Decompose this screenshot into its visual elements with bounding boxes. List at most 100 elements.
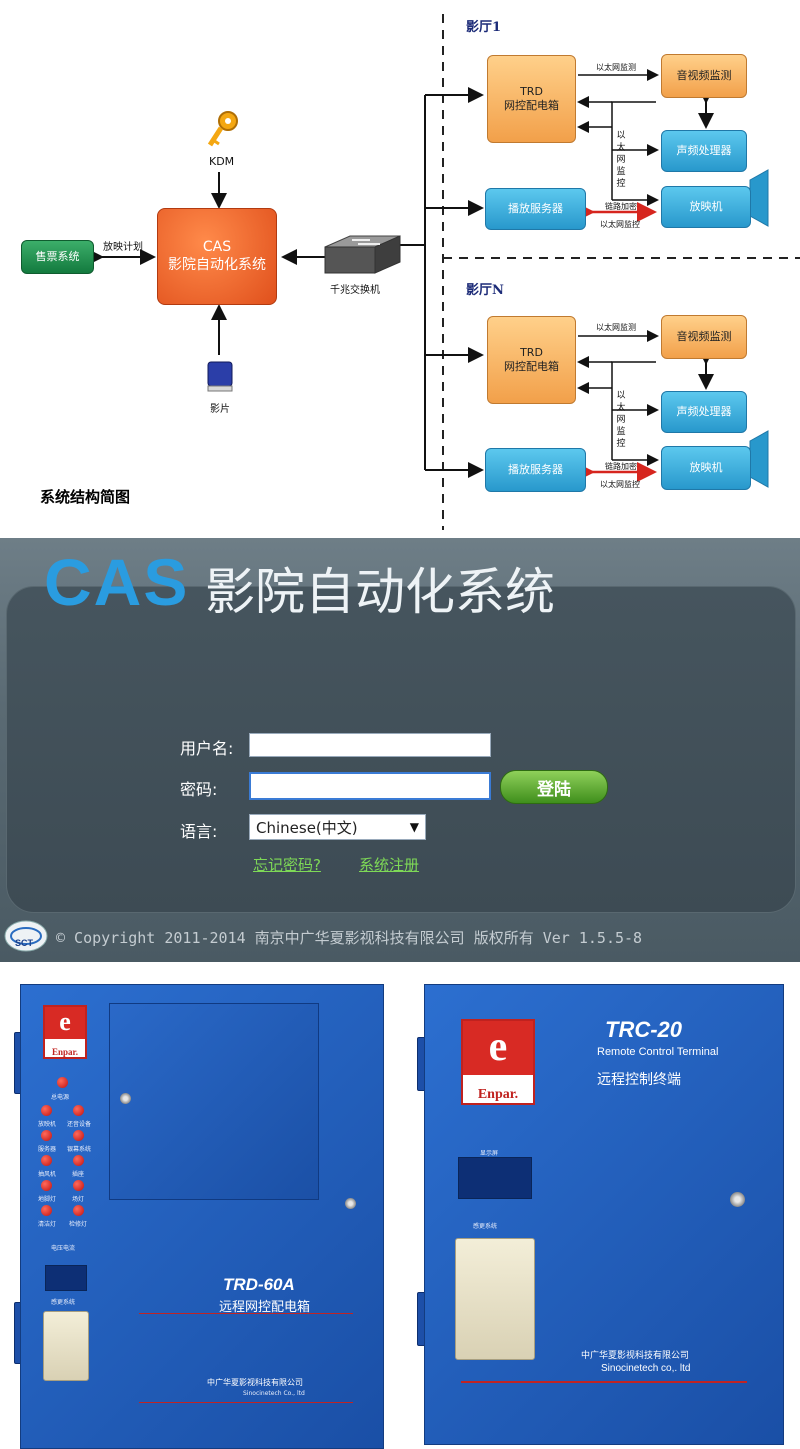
voltage-label: 电压电流 [51, 1245, 76, 1252]
power-indicator [73, 1205, 84, 1216]
username-label: 用户名: [180, 739, 234, 758]
cas-box: CAS 影院自动化系统 [157, 208, 277, 305]
trd-company: 中广华夏影视科技有限公司 [207, 1378, 303, 1387]
language-select[interactable]: Chinese(中文) ▼ [249, 814, 426, 840]
section-hall-n: 影厅N [466, 283, 504, 298]
copyright-text: © Copyright 2011-2014 南京中广华夏影视科技有限公司 版权所… [56, 929, 643, 947]
card-reader [43, 1311, 89, 1381]
plan-label: 放映计划 [103, 242, 143, 253]
av-monitor-box-hall-1: 音视频监测 [661, 54, 747, 98]
button-label: 插座 [72, 1171, 85, 1178]
logo-cas: CAS [44, 545, 190, 619]
power-indicator [57, 1077, 68, 1088]
access-label: 感更系统 [473, 1223, 498, 1230]
enpar-logo: e Enpar. [461, 1019, 535, 1105]
key-icon [207, 111, 238, 147]
password-label: 密码: [180, 780, 218, 799]
trc-model: TRC-20 [605, 1017, 683, 1042]
switch-icon [324, 235, 401, 274]
devices-photo: e Enpar. 总电源 放映机 还音设备 服务器 银幕系统 抽风机 插座 地脚… [0, 962, 800, 1449]
button-label: 还音设备 [67, 1121, 92, 1128]
trd-box-hall-1: TRD 网控配电箱 [487, 55, 576, 143]
cas-subtitle: 影院自动化系统 [168, 256, 266, 273]
eth-monitor-label-hall-1: 以太网监测 [596, 63, 636, 72]
divider [461, 1381, 747, 1383]
button-label: 服务器 [38, 1146, 57, 1153]
button-label: 检修灯 [69, 1221, 88, 1228]
switch-label: 千兆交换机 [330, 285, 380, 296]
power-indicator [73, 1155, 84, 1166]
film-label: 影片 [210, 404, 230, 415]
trc-name: 远程控制终端 [597, 1072, 681, 1088]
power-indicator [41, 1155, 52, 1166]
enpar-logo-mark: e [463, 1021, 533, 1075]
login-button[interactable]: 登陆 [500, 770, 608, 804]
lock-icon [120, 1093, 131, 1104]
trd-box-hall-n: TRD 网控配电箱 [487, 316, 576, 404]
forgot-password-link[interactable]: 忘记密码? [253, 856, 321, 874]
trd-company-en: Sinocinetech Co., ltd [243, 1390, 305, 1397]
password-input[interactable] [249, 772, 491, 800]
audio-processor-box-hall-n: 声频处理器 [661, 391, 747, 433]
button-label: 抽风机 [38, 1171, 57, 1178]
diagram-caption: 系统结构简图 [40, 488, 131, 506]
enpar-logo-text: Enpar. [52, 1047, 78, 1057]
login-screen: CAS 影院自动化系统 用户名: 密码: 登陆 语言: Chinese(中文) … [0, 538, 800, 962]
section-hall-1: 影厅1 [466, 20, 502, 35]
eth-control-label-hall-n: 以太网监控 [600, 480, 640, 489]
trc-cabinet: e Enpar. TRC-20 Remote Control Terminal … [424, 984, 784, 1445]
power-indicator [41, 1105, 52, 1116]
link-encrypt-label-hall-1: 链路加密 [605, 202, 637, 211]
lock-icon [345, 1198, 356, 1209]
link-encrypt-label-hall-n: 链路加密 [605, 462, 637, 471]
film-icon [207, 361, 233, 392]
divider [139, 1402, 353, 1403]
username-input[interactable] [249, 733, 491, 757]
ticket-system-box: 售票系统 [21, 240, 94, 274]
eth-control-vlabel-hall-1: 以太网监控 [616, 131, 626, 189]
audio-processor-box-hall-1: 声频处理器 [661, 130, 747, 172]
voltage-display [45, 1265, 87, 1291]
trc-subtitle-en: Remote Control Terminal [597, 1046, 719, 1058]
trd-subtitle: 网控配电箱 [504, 360, 559, 373]
button-label: 银幕系统 [67, 1146, 92, 1153]
register-link[interactable]: 系统注册 [359, 856, 420, 874]
cas-title: CAS [202, 239, 232, 255]
trc-company-en: Sinocinetech co,. ltd [601, 1363, 691, 1374]
language-label: 语言: [180, 822, 218, 841]
chevron-down-icon: ▼ [409, 820, 419, 834]
trd-name: 远程网控配电箱 [219, 1300, 311, 1315]
projector-box-hall-1: 放映机 [661, 186, 751, 228]
display-label: 显示屏 [480, 1150, 499, 1157]
power-indicator [73, 1130, 84, 1141]
trd-title: TRD [520, 85, 543, 99]
trc-company: 中广华夏影视科技有限公司 [581, 1351, 690, 1361]
av-monitor-box-hall-n: 音视频监测 [661, 315, 747, 359]
power-indicator [73, 1105, 84, 1116]
divider [139, 1313, 353, 1314]
power-indicator [73, 1180, 84, 1191]
trd-cabinet: e Enpar. 总电源 放映机 还音设备 服务器 银幕系统 抽风机 插座 地脚… [20, 984, 384, 1449]
system-diagram: 影厅1 影厅N KDM CAS 影院自动化系统 售票系统 放映计划 影片 千兆交… [0, 0, 800, 538]
trd-door-panel [109, 1003, 319, 1200]
projector-box-hall-n: 放映机 [661, 446, 751, 490]
access-label: 感更系统 [51, 1299, 76, 1306]
diagram-connectors [88, 14, 800, 530]
lock-icon [730, 1192, 745, 1207]
power-indicator [41, 1130, 52, 1141]
power-indicator [41, 1205, 52, 1216]
logo-title: 影院自动化系统 [205, 563, 555, 621]
eth-monitor-label-hall-n: 以太网监测 [596, 323, 636, 332]
enpar-logo-text: Enpar. [477, 1087, 519, 1102]
button-label: 地脚灯 [38, 1196, 57, 1203]
language-value: Chinese(中文) [256, 818, 358, 837]
sct-badge-text: SCT [15, 938, 34, 948]
kdm-label: KDM [209, 155, 235, 168]
trd-subtitle: 网控配电箱 [504, 99, 559, 112]
button-label: 放映机 [38, 1121, 57, 1128]
button-label: 总电源 [51, 1094, 70, 1101]
enpar-logo-mark: e [45, 1007, 85, 1039]
power-indicator [41, 1180, 52, 1191]
enpar-logo: e Enpar. [43, 1005, 87, 1059]
trd-title: TRD [520, 346, 543, 360]
